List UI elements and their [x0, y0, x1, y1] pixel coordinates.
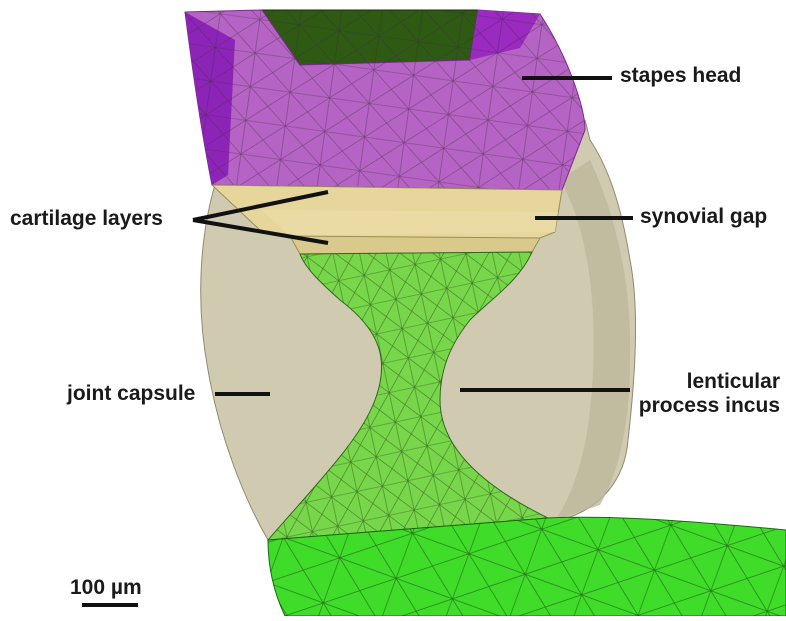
synovial-gap-band: [262, 210, 558, 236]
label-lenticular-line1: lenticular: [630, 370, 780, 394]
scale-bar-label: 100 µm: [70, 576, 142, 600]
label-joint-capsule: joint capsule: [67, 382, 195, 406]
label-lenticular-process-incus: lenticular process incus: [630, 370, 780, 418]
label-lenticular-line2: process incus: [630, 394, 780, 418]
cartilage-lower: [290, 236, 540, 254]
label-stapes-head: stapes head: [620, 64, 741, 88]
label-synovial-gap: synovial gap: [640, 205, 767, 229]
label-cartilage-layers: cartilage layers: [10, 207, 163, 231]
